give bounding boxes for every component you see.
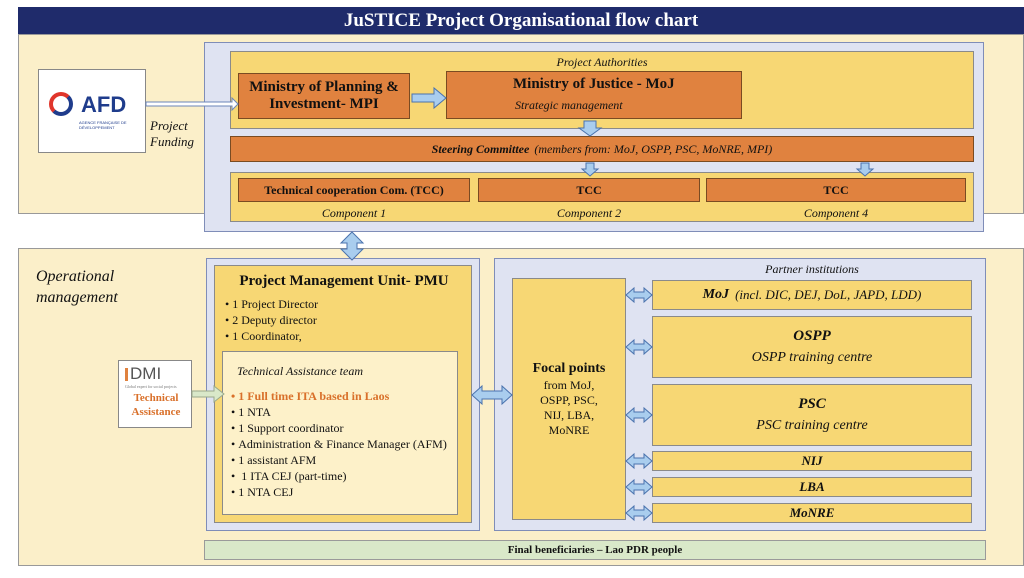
focal-moj-arrow [625, 286, 653, 304]
afd-logo: AFD AGENCE FRANÇAISE DE DÉVELOPPEMENT [38, 69, 146, 153]
final-beneficiaries-bar: Final beneficiaries – Lao PDR people [204, 540, 986, 560]
dmi-to-ta-arrow [191, 384, 225, 404]
steering-to-tcc2-arrow [580, 162, 600, 177]
operational-line-1: Operational [36, 268, 115, 285]
steering-committee-members: (members from: MoJ, OSPP, PSC, MoNRE, MP… [534, 141, 773, 156]
ta-team-box: Technical Assistance team 1 Full time IT… [222, 351, 458, 515]
mpi-to-moj-arrow [411, 86, 447, 110]
partner-monre-box: MoNRE [652, 503, 972, 523]
focal-nij-arrow [625, 452, 653, 470]
mpi-box: Ministry of Planning & Investment- MPI [238, 73, 410, 119]
funding-arrow [145, 96, 239, 112]
partner-psc-box: PSC PSC training centre [652, 384, 972, 446]
focal-monre-arrow [625, 504, 653, 522]
tcc-box-1: Technical cooperation Com. (TCC) [238, 178, 470, 202]
funding-line-2: Funding [150, 134, 195, 149]
ta-team-title: Technical Assistance team [237, 364, 363, 378]
dmi-box: DMI Global expert for social projects Te… [118, 360, 192, 428]
ta-item: Administration & Finance Manager (AFM) [231, 436, 455, 452]
ta-item: 1 NTA CEJ [231, 484, 455, 500]
ta-highlight-item: 1 Full time ITA based in Laos [231, 388, 455, 404]
partner-moj-detail: (incl. DIC, DEJ, DoL, JAPD, LDD) [735, 287, 922, 302]
ta-team-list: 1 Full time ITA based in Laos 1 NTA 1 Su… [231, 388, 455, 500]
moj-to-steering-arrow [577, 120, 603, 137]
pmu-item: 1 Coordinator, [225, 328, 318, 344]
moj-subtitle: Strategic management [515, 98, 623, 112]
partner-moj-name: MoJ [702, 287, 730, 302]
moj-authority-box: Ministry of Justice - MoJ Strategic mana… [446, 71, 742, 119]
ta-item: 1 NTA [231, 404, 455, 420]
afd-logo-text: AFD [81, 92, 127, 117]
partner-institutions-heading: Partner institutions [765, 262, 859, 276]
dmi-logo-mark [125, 368, 128, 381]
partner-ospp-sub: OSPP training centre [751, 350, 873, 365]
focal-line: OSPP, PSC, [540, 392, 598, 407]
partner-ospp-name: OSPP [793, 328, 831, 344]
focal-ospp-arrow [625, 338, 653, 356]
focal-line: MoNRE [548, 422, 590, 437]
dmi-label: Technical Assistance [119, 391, 193, 419]
partner-psc-name: PSC [798, 396, 826, 412]
tcc-box-2: TCC [478, 178, 700, 202]
partner-psc-sub: PSC training centre [756, 418, 868, 433]
focal-line: from MoJ, [543, 377, 595, 392]
tcc-box-3: TCC [706, 178, 966, 202]
dmi-line-1: Technical [133, 392, 179, 404]
focal-lba-arrow [625, 478, 653, 496]
ta-item: 1 ITA CEJ (part-time) [231, 468, 455, 484]
mpi-line-1: Ministry of Planning & [249, 79, 399, 95]
page-title: JuSTICE Project Organisational flow char… [18, 7, 1024, 34]
pmu-staff-list: 1 Project Director 2 Deputy director 1 C… [225, 296, 318, 344]
afd-logo-subtext: AGENCE FRANÇAISE DE DÉVELOPPEMENT [79, 120, 127, 130]
focal-points-title: Focal points [532, 360, 606, 376]
project-funding-label: Project Funding [150, 118, 194, 150]
focal-line: NIJ, LBA, [543, 407, 595, 422]
pmu-title: Project Management Unit- PMU [239, 273, 449, 289]
partner-ospp-box: OSPP OSPP training centre [652, 316, 972, 378]
component-1-label: Component 1 [321, 206, 387, 220]
partner-moj-box: MoJ (incl. DIC, DEJ, DoL, JAPD, LDD) [652, 280, 972, 310]
focal-points-box: Focal points from MoJ, OSPP, PSC, NIJ, L… [512, 278, 626, 520]
afd-logo-mark [49, 92, 73, 116]
pmu-focal-double-arrow [471, 384, 513, 406]
pmu-item: 2 Deputy director [225, 312, 318, 328]
mpi-line-2: Investment- MPI [269, 96, 379, 112]
focal-psc-arrow [625, 406, 653, 424]
operational-line-2: management [36, 289, 118, 306]
dmi-logo-subtext: Global expert for social projects [125, 384, 177, 389]
component-4-label: Component 4 [803, 206, 869, 220]
steering-committee-label: Steering Committee [431, 141, 530, 156]
pmu-item: 1 Project Director [225, 296, 318, 312]
ta-item: 1 Support coordinator [231, 420, 455, 436]
ta-item: 1 assistant AFM [231, 452, 455, 468]
component-2-label: Component 2 [556, 206, 622, 220]
moj-title: Ministry of Justice - MoJ [513, 76, 675, 92]
authorities-pmu-double-arrow [339, 231, 365, 261]
project-authorities-heading: Project Authorities [556, 55, 648, 69]
funding-line-1: Project [150, 118, 188, 133]
dmi-line-2: Assistance [131, 406, 181, 418]
operational-management-label: Operational management [36, 266, 118, 308]
steering-to-tcc3-arrow [855, 162, 875, 177]
steering-committee-bar: Steering Committee (members from: MoJ, O… [230, 136, 974, 162]
dmi-logo: DMI [130, 364, 162, 383]
